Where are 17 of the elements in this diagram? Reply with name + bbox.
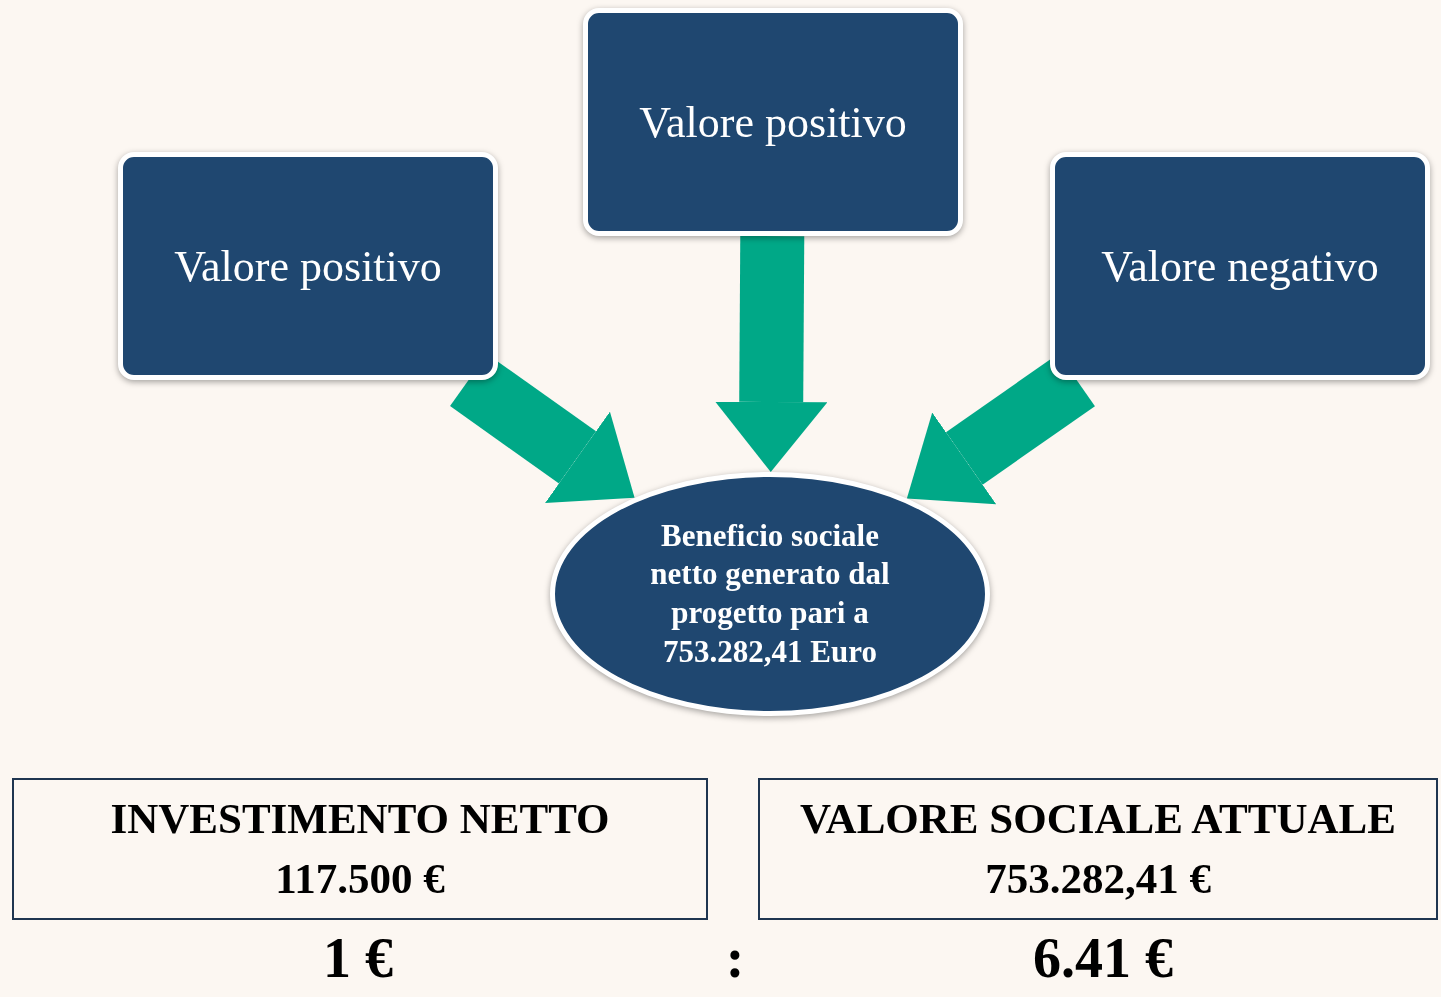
summary-value: 753.282,41 € [985, 854, 1211, 904]
process-box [118, 152, 498, 380]
ratio-text: 1 € [322, 930, 394, 986]
ellipse-label: Beneficio sociale netto generato dal progetto pari a 753.282,41 Euro [649, 516, 891, 671]
summary-value: 117.500 € [275, 854, 445, 904]
box-label: Valore positivo [174, 240, 442, 293]
process-box [583, 8, 963, 236]
summary-box [12, 778, 708, 920]
box-label: Valore positivo [639, 96, 907, 149]
ratio-text: : [724, 930, 746, 986]
ratio-text: 6.41 € [1032, 930, 1174, 986]
process-box [1050, 152, 1430, 380]
summary-box [758, 778, 1438, 920]
box-label: Valore negativo [1101, 240, 1379, 293]
summary-heading: VALORE SOCIALE ATTUALE [800, 793, 1396, 844]
summary-heading: INVESTIMENTO NETTO [110, 793, 610, 844]
arrow [715, 235, 828, 472]
